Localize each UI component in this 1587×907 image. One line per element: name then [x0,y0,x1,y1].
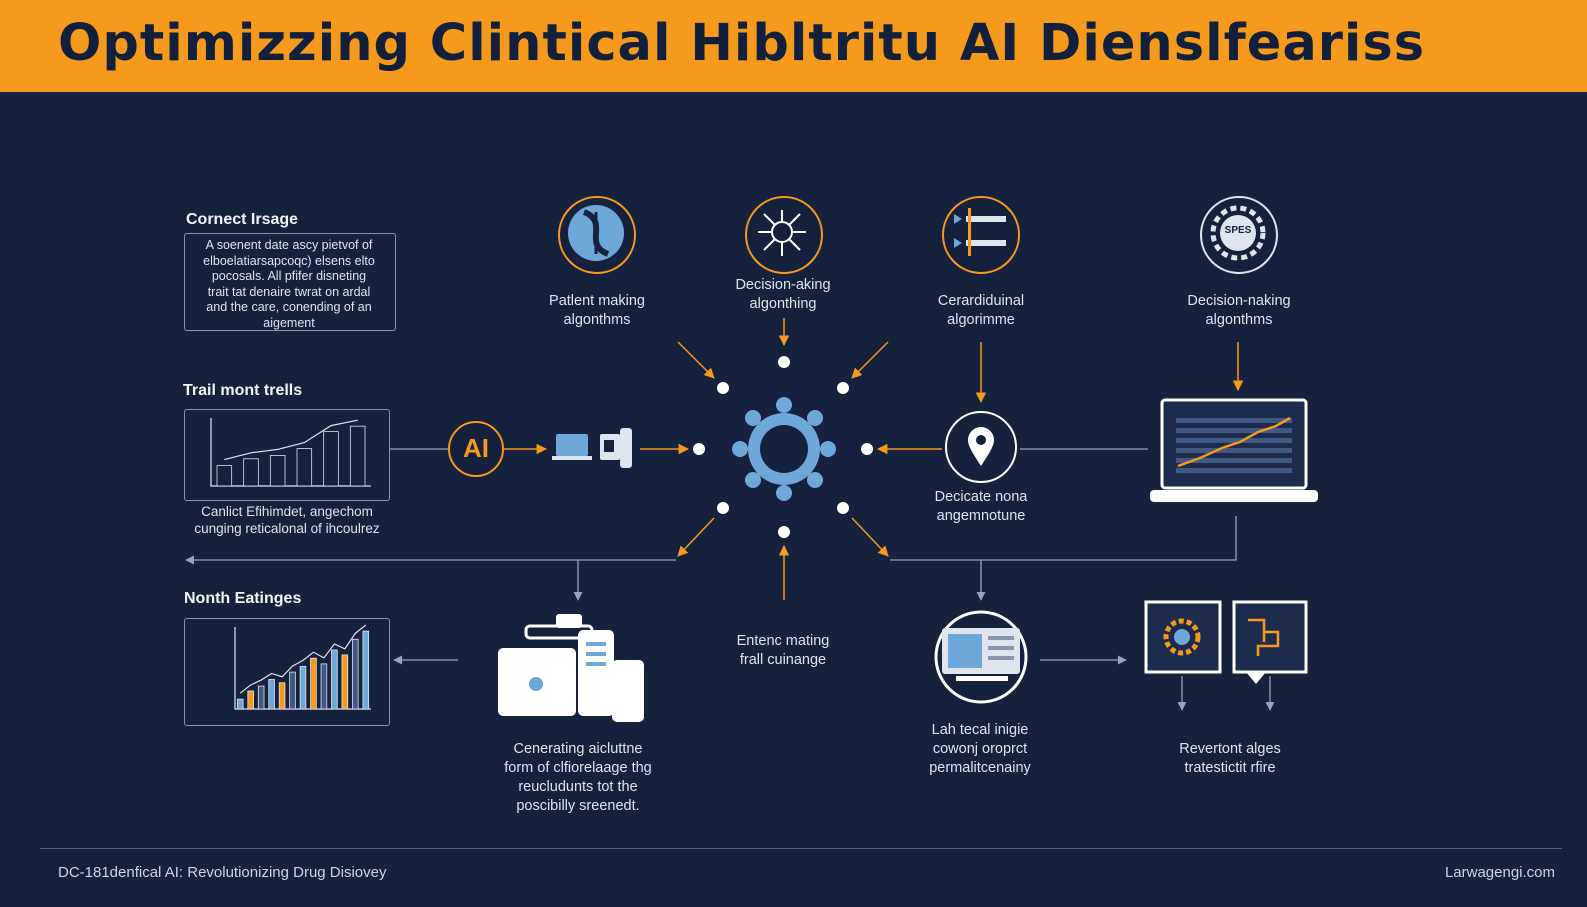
monitor-icon [934,610,1028,704]
dna-icon [558,196,636,274]
connector-lines [185,448,1275,711]
arrow-bottom-right [851,517,889,557]
label-cerardiduinal: Cerardiduinal algorimme [937,293,1025,328]
chart-bar [341,654,349,710]
chart-bar [352,638,359,710]
label-entenc: Entenc mating frall cuinange [736,633,830,668]
label-decicate: Decicate nona angemnotune [934,489,1028,524]
trail-caption: Canlict Efihimdet, angechom cunging reti… [194,504,380,536]
label-lab: Lah tecal inigie cowonj oroprct permalit… [929,722,1031,776]
hub-dot [837,502,849,514]
laptop-chart-icon [1150,398,1318,502]
hub-arrows [504,318,1244,600]
arrow-top-left [677,341,715,379]
sliders-icon [942,196,1020,274]
hub-dot [717,382,729,394]
chart-bar [268,679,275,710]
north-chart [234,624,371,710]
laptop-device-icon [552,428,632,468]
label-decision-aking: Decision-aking algonthing [735,277,831,312]
process-boxes-icon [1144,600,1308,684]
hub-dot [861,443,873,455]
page-title: Optimizzing Clintical Hibltritu AI Diens… [58,14,1426,73]
chart-bar [216,465,233,487]
label-revert: Revertont alges tratestictit rfire [1179,741,1281,776]
hub-dot [717,502,729,514]
storage-icon [498,614,644,722]
current-image-note: A soenent date ascy pietvof of elboelati… [203,238,375,330]
chart-bar [243,458,259,487]
gear-badge-label: SPES [1224,225,1252,236]
label-decision-naking: Decision-naking algonthms [1187,293,1291,328]
chart-bar [362,630,370,710]
hub-ring [693,356,873,538]
trail-title: Trail mont trells [183,382,303,399]
ai-badge-circle [448,421,504,477]
chart-bar [296,448,313,487]
chart-bar [247,690,254,710]
location-pin-icon [945,411,1017,483]
hub-dot [693,443,705,455]
footer-caption: DC-181denfical AI: Revolutionizing Drug … [58,864,387,881]
chart-bar [289,671,296,710]
chart-trend-line [224,419,358,461]
label-patient-making: Patlent making algonthms [549,293,645,328]
north-chart-panel [184,618,390,726]
hub-dot [837,382,849,394]
chart-bar [349,425,366,487]
current-image-panel [184,233,396,331]
hub-dot [778,526,790,538]
trail-chart-panel [184,409,390,501]
footer-divider [40,848,1562,849]
ai-badge: AI [463,433,489,463]
chart-bar [299,665,307,710]
settings-icon [1200,196,1278,274]
chart-bar [320,663,328,710]
title-banner: Optimizzing Clintical Hibltritu AI Diens… [0,0,1587,92]
network-icon [745,196,823,274]
footer-site: Larwagengi.com [1444,864,1555,881]
trail-chart [210,418,371,487]
gear-icon [732,397,836,501]
chart-bar [236,698,244,710]
hub-dot [778,356,790,368]
current-image-title: Cornect Irsage [186,211,299,228]
chart-bar [331,649,338,710]
north-title: Nonth Eatinges [184,590,302,607]
arrow-bottom-left [677,517,715,557]
label-generating: Cenerating aicluttne form of clfiorelaag… [504,741,652,814]
chart-bar [257,685,265,710]
arrow-top-right [851,341,889,379]
line-laptop-return [890,516,1237,561]
chart-axis [210,418,371,487]
chart-bar [269,455,286,487]
chart-bar [310,657,317,710]
chart-bar [323,431,339,487]
chart-bar [278,682,286,710]
chart-trend-line [239,624,367,694]
